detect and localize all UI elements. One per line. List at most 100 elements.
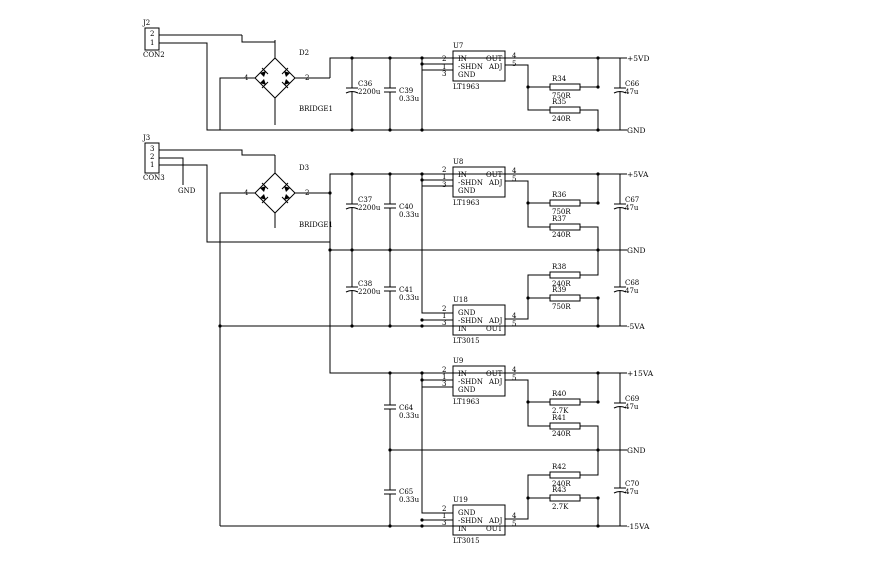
resistor-r43: R43 2.7K bbox=[549, 486, 581, 511]
u9-pn: 4 bbox=[512, 366, 517, 374]
capacitor-c65: C65 0.33u bbox=[384, 450, 420, 526]
u18-pn: 4 bbox=[512, 312, 517, 320]
c66-ref: C66 bbox=[625, 80, 640, 88]
u8-pn: 5 bbox=[512, 175, 516, 183]
c39-value: 0.33u bbox=[399, 95, 420, 103]
r36-value: 750R bbox=[552, 208, 571, 216]
c38-ref: C38 bbox=[358, 280, 372, 288]
d2-pin-2: 2 bbox=[305, 74, 309, 82]
u18-pin-gnd: GND bbox=[458, 309, 476, 317]
regulator-u7: U7 IN -SHDN GND OUT ADJ LT1963 2 1 3 4 5 bbox=[442, 42, 517, 91]
rail-label-m5va: -5VA bbox=[627, 322, 645, 331]
u8-pn: 3 bbox=[442, 181, 446, 189]
regulator-u18: U18 GND -SHDN IN ADJ OUT LT3015 2 1 3 4 … bbox=[442, 296, 517, 345]
resistor-r34: R34 750R bbox=[549, 75, 581, 100]
j3-ref: J3 bbox=[142, 134, 150, 142]
u18-pin-shdn: -SHDN bbox=[458, 317, 483, 325]
u19-pin-gnd: GND bbox=[458, 509, 476, 517]
j2-pin-2: 2 bbox=[150, 30, 154, 38]
u9-pn: 5 bbox=[512, 374, 516, 382]
u7-pin-out: OUT bbox=[486, 55, 503, 63]
u9-pin-gnd: GND bbox=[458, 386, 476, 394]
r42-value: 240R bbox=[552, 480, 571, 488]
u7-ref: U7 bbox=[453, 42, 463, 50]
regulator-u9: U9 IN -SHDN GND OUT ADJ LT1963 2 1 3 4 5 bbox=[442, 357, 517, 406]
rail-label-m15va: -15VA bbox=[627, 522, 650, 531]
u7-pin-adj: ADJ bbox=[488, 63, 503, 71]
rail-label-gnd-2: GND bbox=[627, 246, 646, 255]
diode-icon bbox=[260, 182, 290, 204]
u8-pn: 4 bbox=[512, 167, 517, 175]
c67-ref: C67 bbox=[625, 196, 639, 204]
u7-part: LT1963 bbox=[453, 83, 480, 91]
r41-ref: R41 bbox=[552, 414, 566, 422]
c65-ref: C65 bbox=[399, 488, 413, 496]
u18-pin-out: OUT bbox=[486, 325, 503, 333]
d3-pin-2: 2 bbox=[305, 189, 309, 197]
c68-ref: C68 bbox=[625, 279, 639, 287]
r34-value: 750R bbox=[552, 92, 571, 100]
u7-pn: 2 bbox=[442, 55, 446, 63]
u9-pn: 3 bbox=[442, 380, 446, 388]
r39-ref: R39 bbox=[552, 286, 566, 294]
j3-name: CON3 bbox=[143, 174, 165, 182]
d2-ref: D2 bbox=[299, 49, 309, 57]
u9-pn: 1 bbox=[442, 373, 446, 381]
capacitor-c68: C68 47u bbox=[613, 250, 639, 326]
j3-pin-3: 3 bbox=[150, 145, 154, 153]
r42-ref: R42 bbox=[552, 463, 566, 471]
resistor-r42: R42 240R bbox=[549, 463, 581, 488]
c68-value: 47u bbox=[625, 287, 639, 295]
capacitor-c38: C38 2200u bbox=[345, 250, 381, 326]
u7-pin-shdn: -SHDN bbox=[458, 63, 483, 71]
c65-value: 0.33u bbox=[399, 496, 420, 504]
u18-pn: 3 bbox=[442, 319, 446, 327]
c64-ref: C64 bbox=[399, 404, 414, 412]
capacitor-c70: C70 47u bbox=[613, 450, 639, 526]
rail-label-p15va: +15VA bbox=[627, 369, 654, 378]
u18-ref: U18 bbox=[453, 296, 468, 304]
capacitor-c64: C64 0.33u bbox=[384, 373, 420, 450]
d3-ref: D3 bbox=[299, 164, 309, 172]
r37-ref: R37 bbox=[552, 215, 566, 223]
rail-label-p5vd: +5VD bbox=[627, 54, 650, 63]
d3-name: BRIDGE1 bbox=[299, 221, 333, 229]
r40-value: 2.7K bbox=[552, 407, 569, 415]
r43-value: 2.7K bbox=[552, 503, 569, 511]
capacitor-c69: C69 47u bbox=[613, 373, 639, 450]
u9-pin-out: OUT bbox=[486, 370, 503, 378]
u9-pin-in: IN bbox=[458, 370, 467, 378]
u8-pn: 1 bbox=[442, 173, 446, 181]
c70-value: 47u bbox=[625, 488, 639, 496]
u8-pn: 2 bbox=[442, 166, 446, 174]
regulator-u8: U8 IN -SHDN GND OUT ADJ LT1963 2 1 3 4 5 bbox=[442, 158, 517, 207]
u8-pin-shdn: -SHDN bbox=[458, 179, 483, 187]
d2-name: BRIDGE1 bbox=[299, 105, 333, 113]
u8-pin-gnd: GND bbox=[458, 187, 476, 195]
c40-value: 0.33u bbox=[399, 211, 420, 219]
u8-part: LT1963 bbox=[453, 199, 480, 207]
r35-ref: R35 bbox=[552, 98, 566, 106]
resistor-r39: R39 750R bbox=[549, 286, 581, 311]
c41-ref: C41 bbox=[399, 286, 413, 294]
u7-pn: 4 bbox=[512, 52, 517, 60]
c69-ref: C69 bbox=[625, 395, 639, 403]
u9-pin-adj: ADJ bbox=[488, 378, 503, 386]
bridge-d3: D3 4 2 BRIDGE1 bbox=[232, 155, 333, 229]
c64-value: 0.33u bbox=[399, 412, 420, 420]
capacitor-c39: C39 0.33u bbox=[384, 58, 420, 130]
c38-value: 2200u bbox=[358, 288, 381, 296]
r35-value: 240R bbox=[552, 115, 571, 123]
u18-part: LT3015 bbox=[453, 337, 480, 345]
resistor-r40: R40 2.7K bbox=[549, 390, 581, 415]
u7-pn: 1 bbox=[442, 63, 446, 71]
rail-label-gnd-3: GND bbox=[627, 446, 646, 455]
u19-part: LT3015 bbox=[453, 537, 480, 545]
u9-pn: 2 bbox=[442, 366, 446, 374]
u19-pin-in: IN bbox=[458, 525, 467, 533]
resistor-r35: R35 240R bbox=[549, 98, 581, 123]
u19-pn: 5 bbox=[512, 520, 516, 528]
u18-pin-adj: ADJ bbox=[488, 317, 503, 325]
u19-pn: 2 bbox=[442, 505, 446, 513]
